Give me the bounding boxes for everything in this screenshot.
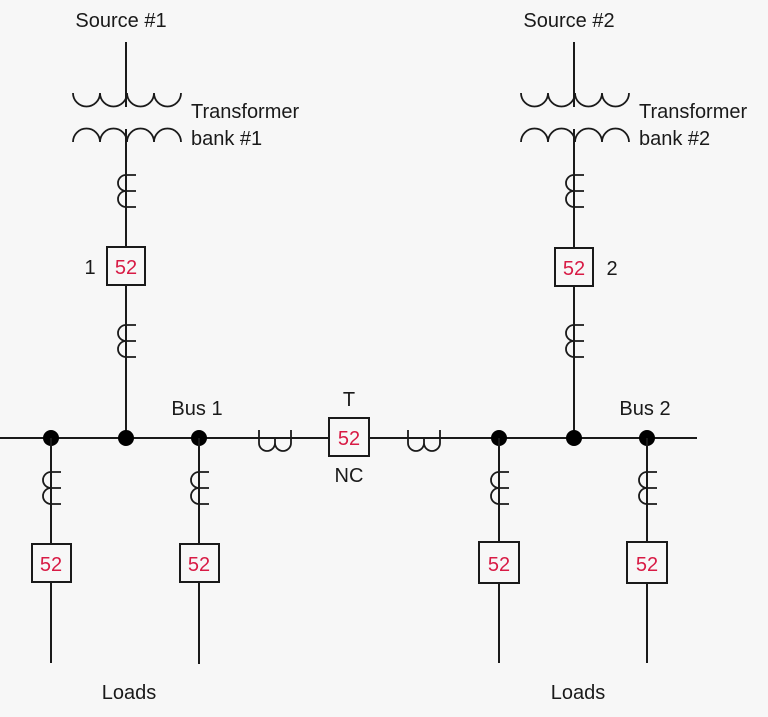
source-1-label: Source #1 <box>75 10 166 32</box>
feeder-4: 52 <box>626 438 668 663</box>
bus-2-node <box>566 430 582 446</box>
transformer-1-label-line2: bank #1 <box>191 128 262 150</box>
bus-1-node <box>118 430 134 446</box>
main-breaker-1-label: 52 <box>115 257 137 279</box>
current-transformer-icon <box>42 471 61 505</box>
feeder-1: 52 <box>31 438 72 663</box>
feeder-breaker-4[interactable] <box>626 541 668 584</box>
transformer-2-label-line1: Transformer <box>639 101 748 123</box>
current-transformer-icon <box>565 324 584 358</box>
tie-current-transformer-icon <box>258 430 292 452</box>
tie-breaker-bottom-label: NC <box>335 465 364 487</box>
main-breaker-2-label: 52 <box>563 258 585 280</box>
bus-2-label: Bus 2 <box>619 398 670 420</box>
main-breaker-2[interactable] <box>554 247 594 287</box>
feeder-breaker-2[interactable] <box>179 543 220 583</box>
loads-label-left: Loads <box>102 682 157 704</box>
feeder-2: 52 <box>179 438 220 664</box>
current-transformer-icon <box>190 471 209 505</box>
current-transformer-icon <box>638 471 657 505</box>
loads-label-right: Loads <box>551 682 606 704</box>
feeder-breaker-2-label: 52 <box>188 554 210 576</box>
feeder-breaker-1[interactable] <box>31 543 72 583</box>
feeder-breaker-4-label: 52 <box>636 554 658 576</box>
tie-breaker-label: 52 <box>338 428 360 450</box>
feeder-3: 52 <box>478 438 520 663</box>
tie-current-transformer-icon <box>407 430 441 452</box>
primary-winding-icon <box>72 92 182 108</box>
primary-winding-icon <box>520 92 630 108</box>
current-transformer-icon <box>117 324 136 358</box>
source-2-label: Source #2 <box>523 10 614 32</box>
transformer-2-label-line2: bank #2 <box>639 128 710 150</box>
transformer-1-label-line1: Transformer <box>191 101 300 123</box>
feeder-breaker-1-label: 52 <box>40 554 62 576</box>
main-breaker-1-id: 1 <box>84 257 95 279</box>
current-transformer-icon <box>490 471 509 505</box>
feeder-breaker-3[interactable] <box>478 541 520 584</box>
current-transformer-icon <box>565 174 584 208</box>
tie-breaker-top-label: T <box>343 389 355 411</box>
bus-1-label: Bus 1 <box>171 398 222 420</box>
current-transformer-icon <box>117 174 136 208</box>
feeder-breaker-3-label: 52 <box>488 554 510 576</box>
main-breaker-2-id: 2 <box>606 258 617 280</box>
main-breaker-1[interactable] <box>106 246 146 286</box>
